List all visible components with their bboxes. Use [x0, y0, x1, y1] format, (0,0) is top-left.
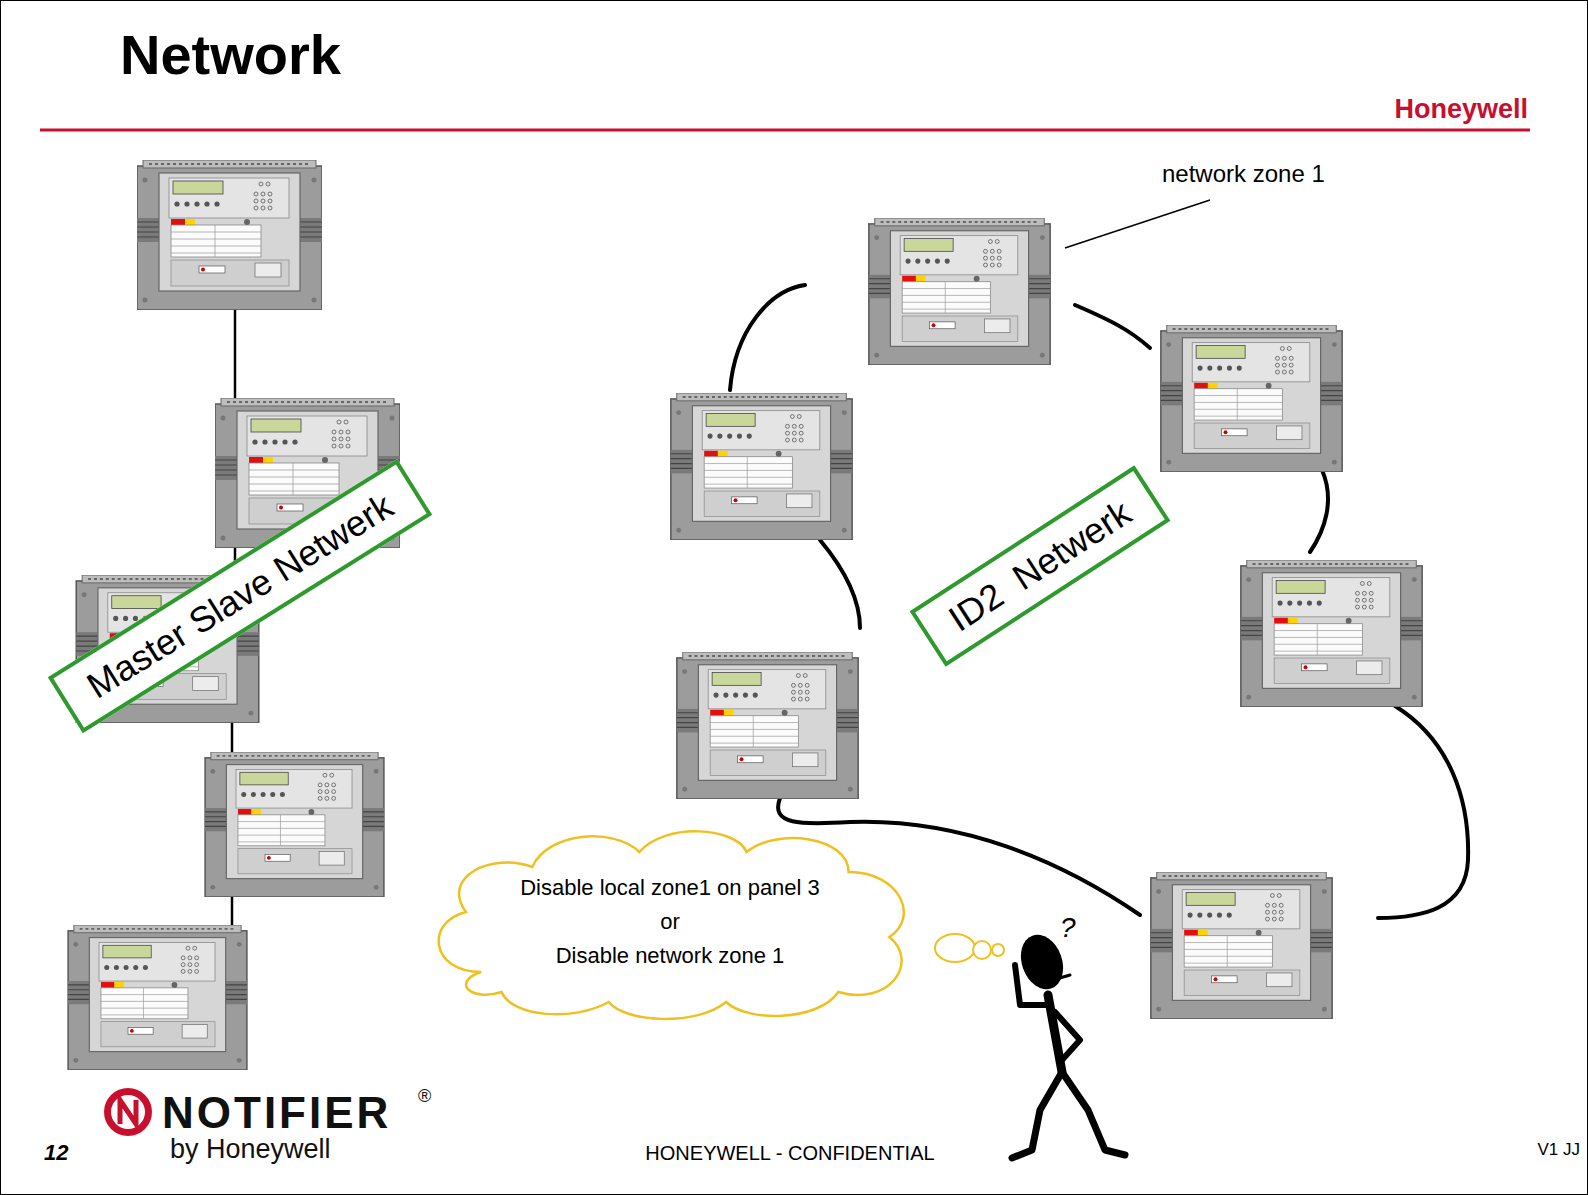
- page-number: 12: [44, 1140, 68, 1166]
- illustration-g: [1012, 929, 1125, 1158]
- thought-cloud: Disable local zone1 on panel 3orDisable …: [420, 822, 920, 1022]
- illustration-g: [730, 285, 1468, 918]
- illustration-line: [231, 722, 234, 754]
- network-label-band: ID2 Netwerk: [910, 465, 1171, 666]
- fire-panel-icon: [68, 925, 247, 1070]
- illustration-circle: [104, 1088, 152, 1136]
- illustration-path: [120, 1100, 136, 1124]
- cloud-text: Disable local zone1 on panel 3: [520, 871, 820, 905]
- fire-panel-icon: [137, 160, 322, 310]
- illustration-path: [1075, 305, 1150, 348]
- illustration-line: [1065, 200, 1210, 248]
- cloud-outline: [439, 831, 904, 1019]
- illustration-path: [1055, 1012, 1080, 1060]
- version-tag: V1 JJ: [1537, 1140, 1580, 1160]
- band-text: ID2 Netwerk: [941, 492, 1138, 640]
- illustration-line: [234, 310, 237, 400]
- cloud-text: Disable network zone 1: [556, 939, 785, 973]
- fire-panel-icon: [869, 218, 1050, 365]
- footer-note: HONEYWELL - CONFIDENTIAL: [645, 1142, 934, 1165]
- illustration-ellipse: [935, 934, 975, 962]
- fire-panel-icon: [1151, 872, 1332, 1019]
- illustration-path: [1310, 470, 1328, 552]
- question-mark: ?: [1060, 912, 1076, 944]
- illustration-circle: [973, 941, 991, 959]
- fire-panel-icon: [671, 393, 852, 540]
- illustration-path: [730, 285, 805, 390]
- illustration-path: [820, 540, 860, 628]
- illustration-path: [1062, 1072, 1125, 1155]
- brand-logo: NOTIFIER: [162, 1088, 391, 1138]
- illustration-line: [40, 129, 1530, 132]
- illustration-g: [935, 934, 1004, 962]
- illustration-path: [1053, 975, 1070, 980]
- illustration-path: [1015, 965, 1050, 1005]
- illustration-path: [1378, 706, 1468, 918]
- illustration-path: [1012, 1072, 1062, 1158]
- fire-panel-icon: [1161, 325, 1342, 472]
- brand-tagline: by Honeywell: [170, 1134, 331, 1165]
- slide-title: Network: [120, 22, 341, 87]
- fire-panel-icon: [205, 752, 384, 897]
- fire-panel-icon: [677, 652, 858, 799]
- illustration-line: [231, 895, 234, 928]
- illustration-circle: [111, 1095, 145, 1129]
- cloud-text: or: [660, 905, 680, 939]
- callout-label: network zone 1: [1162, 160, 1325, 188]
- fire-panel-icon: [1241, 560, 1422, 707]
- brand-logo: Honeywell: [1394, 94, 1528, 125]
- registered-mark: ®: [418, 1086, 431, 1107]
- illustration-circle: [992, 944, 1004, 956]
